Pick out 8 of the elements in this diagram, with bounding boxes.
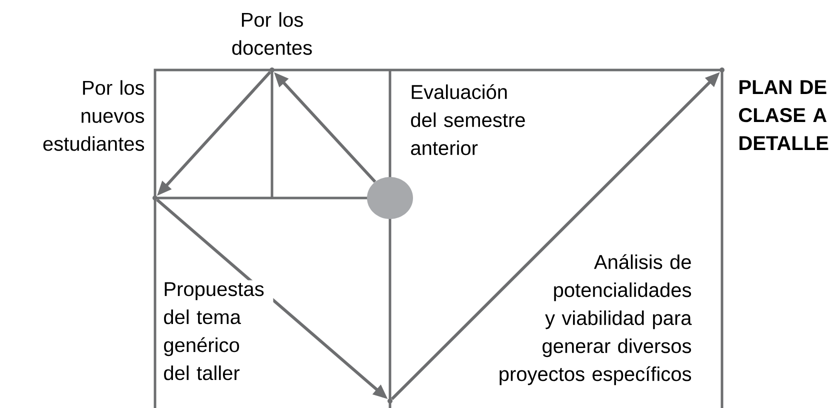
edge-label: Análisis de potencialidades y viabilidad para generar diversos proyectos específicos [500,254,692,386]
junction-point [388,398,392,404]
node-label: Por los nuevos estudiantes [43,80,144,151]
circle [367,177,413,219]
text-label: Evaluación del semestre anterior [411,84,525,156]
node-label: Por los docentes [232,12,312,55]
node-label: PLAN DE CLASE A DETALLE [739,80,828,150]
edge-label: Propuestas del tema genérico del taller [161,280,274,382]
